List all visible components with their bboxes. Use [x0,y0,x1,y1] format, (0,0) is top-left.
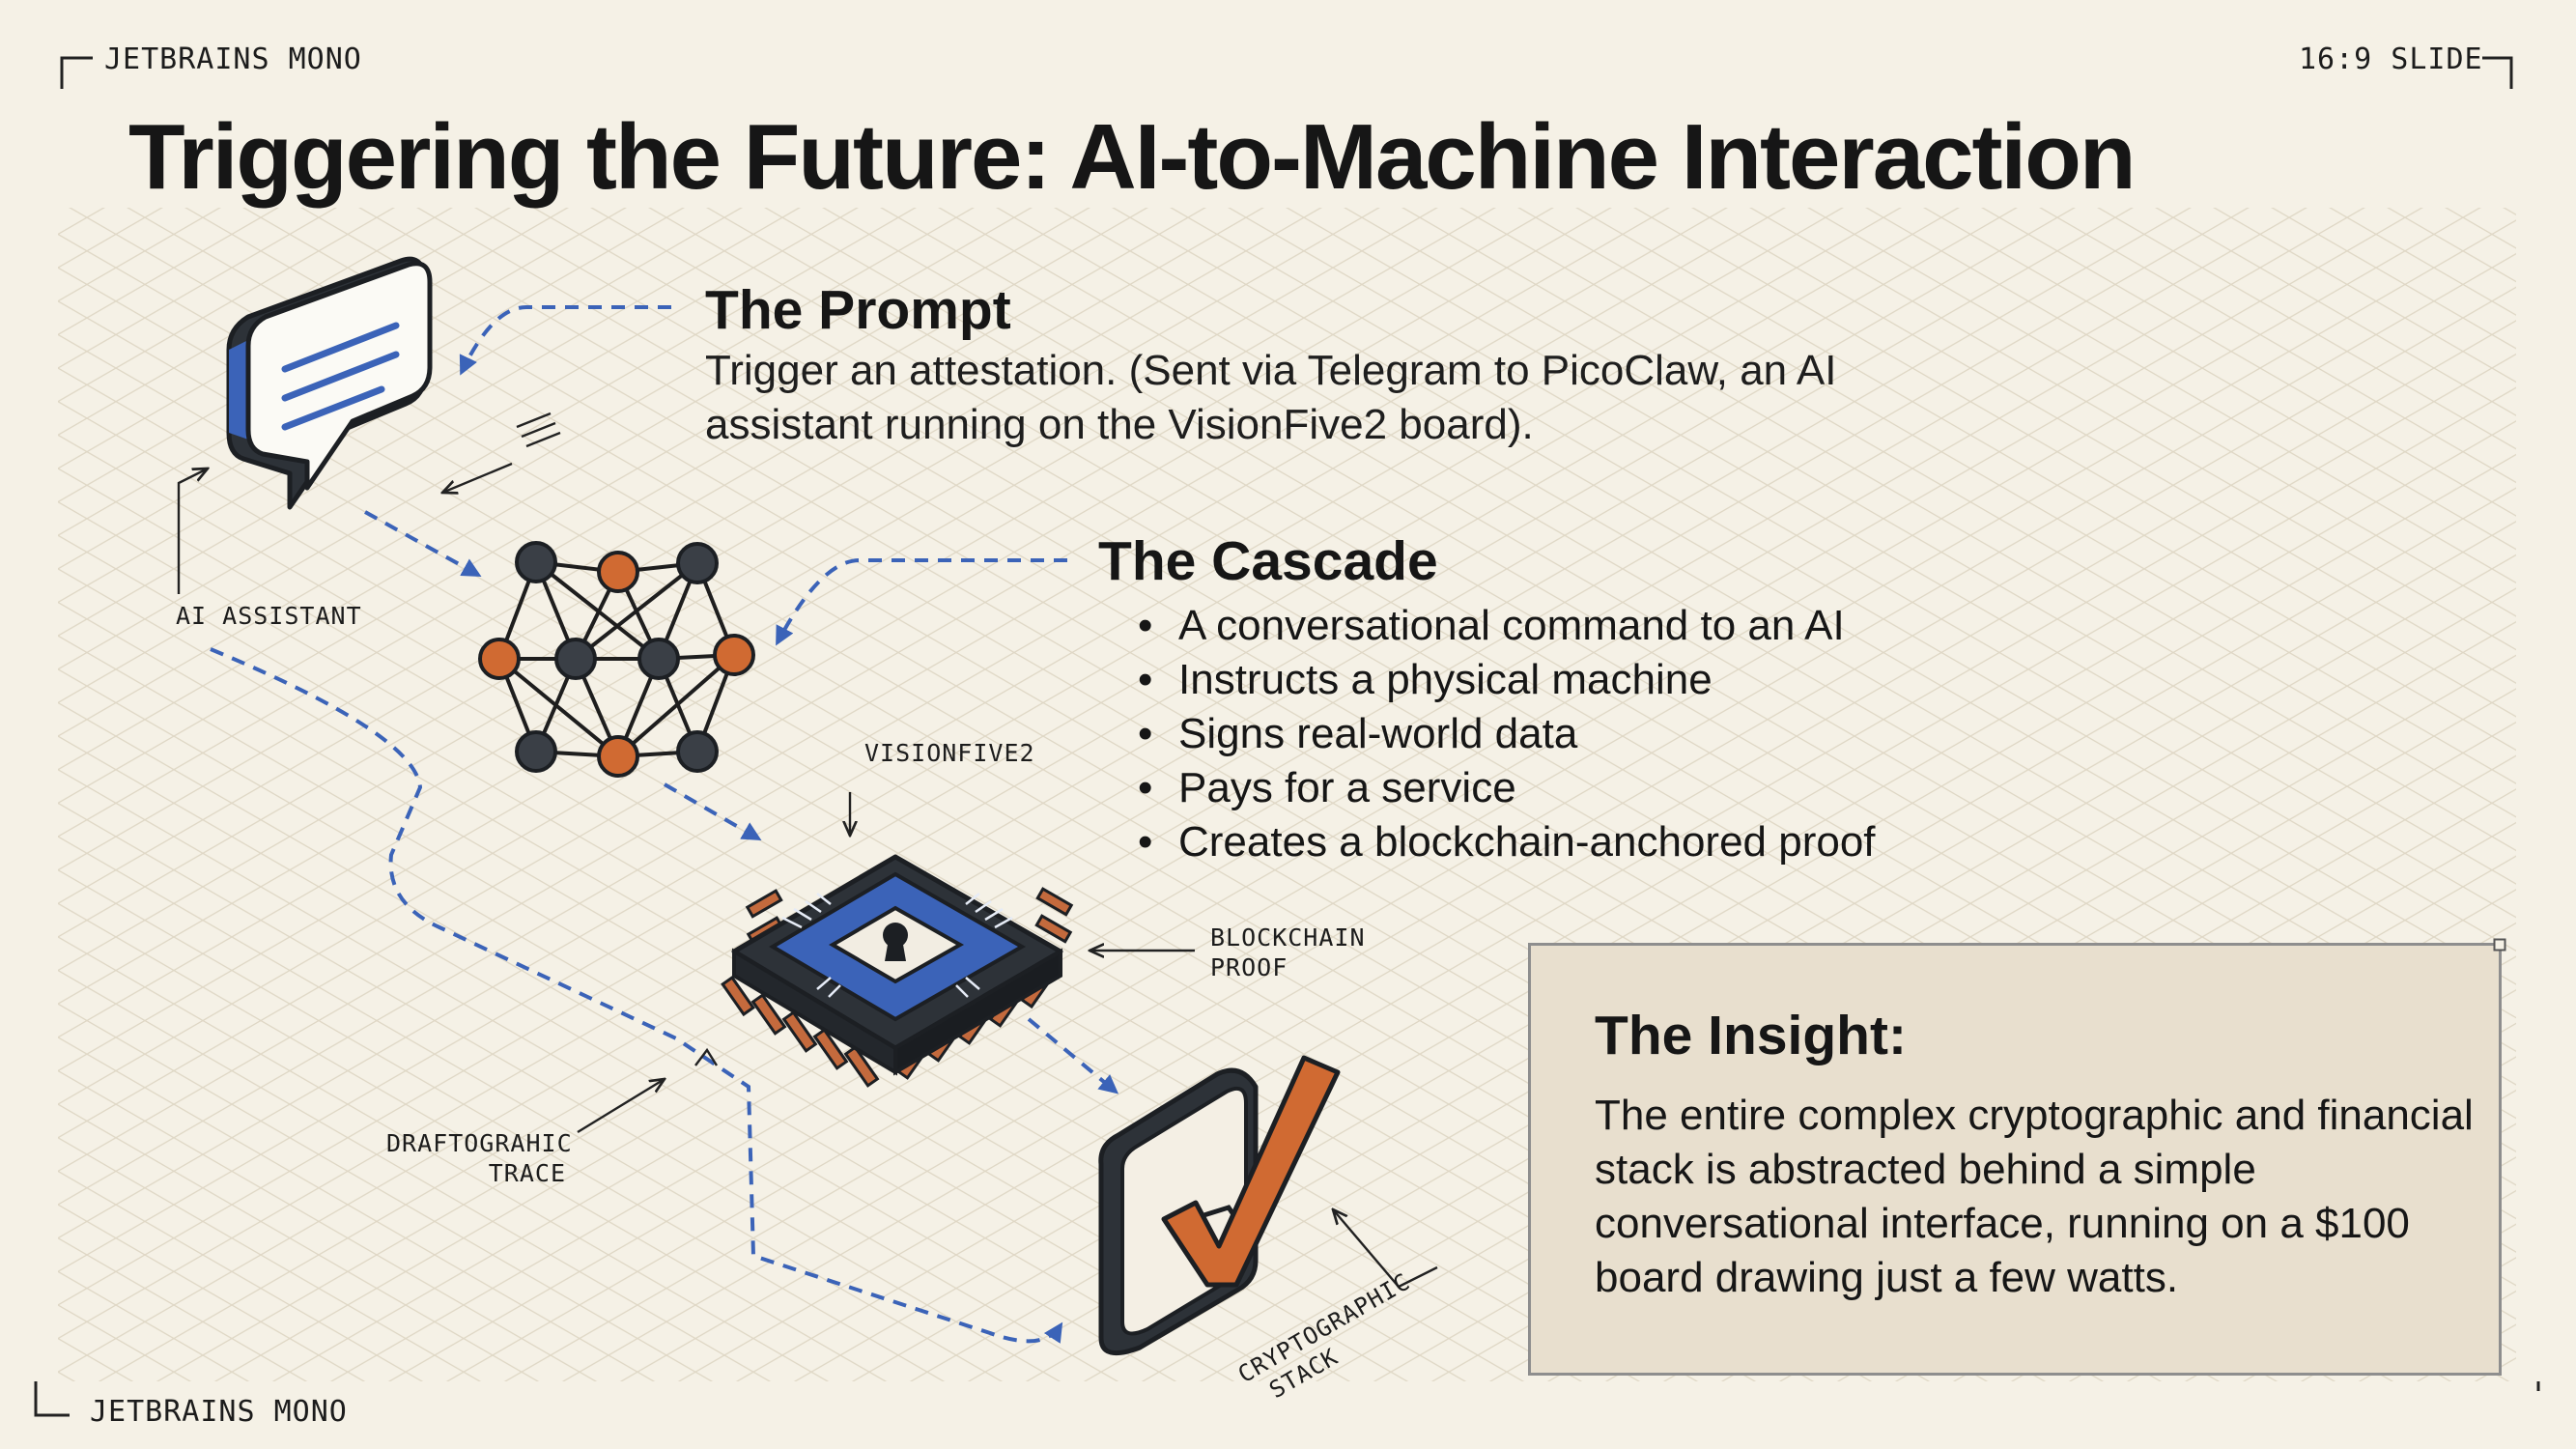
flow-arrows [210,305,1119,1344]
chip-icon [721,854,1074,1088]
cascade-item: A conversational command to an AI [1130,599,1876,653]
arrow-prompt-to-chat [459,305,671,376]
label-blockchain-proof: BLOCKCHAIN PROOF [1210,923,1366,982]
callout-lines [177,469,1438,1289]
corner-brackets [34,56,2540,1417]
hatch-marks [442,412,561,493]
page-title: Triggering the Future: AI-to-Machine Int… [128,105,2136,209]
cascade-list: A conversational command to an AI Instru… [1130,599,1876,869]
cascade-item: Pays for a service [1130,761,1876,815]
label-draftographic-line2: TRACE [488,1159,566,1187]
corner-label-bottom-left: JETBRAINS MONO [90,1395,348,1429]
prompt-text: Trigger an attestation. (Sent via Telegr… [705,347,1837,448]
arrow-chip-to-check [1027,1017,1119,1094]
label-visionfive2: VISIONFIVE2 [864,739,1035,767]
neural-network-icon [478,541,755,778]
insight-heading: The Insight: [1595,1005,1907,1066]
label-blockchain-proof-line2: PROOF [1210,953,1288,981]
label-draftographic-trace: DRAFTOGRAHIC TRACE [386,1128,573,1188]
prompt-heading: The Prompt [705,279,1011,341]
corner-label-top-left: JETBRAINS MONO [104,43,362,76]
cascade-item: Signs real-world data [1130,707,1876,761]
chat-bubble-icon [226,256,433,510]
cascade-heading: The Cascade [1098,530,1438,592]
draftographic-trace [210,647,1063,1344]
arrow-network-to-chip [664,782,762,840]
corner-label-top-right: 16:9 SLIDE [2299,43,2483,76]
label-ai-assistant: AI ASSISTANT [176,602,362,630]
label-blockchain-proof-line1: BLOCKCHAIN [1210,923,1366,952]
insight-text: The entire complex cryptographic and fin… [1595,1092,2474,1301]
label-draftographic-line1: DRAFTOGRAHIC [386,1129,573,1157]
cascade-item: Creates a blockchain-anchored proof [1130,815,1876,869]
cascade-item: Instructs a physical machine [1130,653,1876,707]
panel-corner-handle [2493,938,2506,952]
arrow-cascade-to-network [776,558,1067,646]
checkmark-icon [1098,1055,1341,1356]
insight-panel: The Insight: The entire complex cryptogr… [1528,938,2506,1376]
